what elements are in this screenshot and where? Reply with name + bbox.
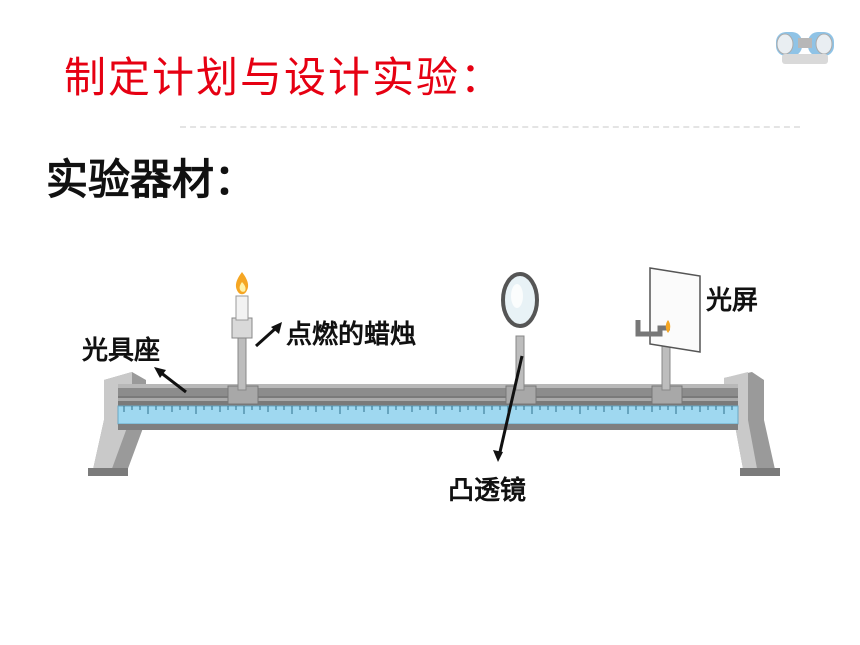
label-candle: 点燃的蜡烛	[286, 320, 417, 350]
binoculars-icon	[776, 32, 834, 64]
section-heading: 实验器材：	[46, 155, 257, 204]
light-screen-holder	[635, 267, 701, 405]
bench-scale-ruler	[117, 405, 739, 430]
title-divider	[180, 126, 800, 128]
label-arrows	[154, 322, 524, 462]
label-optical-bench: 光具座	[82, 336, 161, 366]
slide-title: 制定计划与设计实验：	[64, 53, 505, 102]
candle-holder	[227, 272, 259, 405]
label-screen: 光屏	[706, 286, 759, 316]
bench-rails	[118, 384, 738, 406]
label-lens: 凸透镜	[448, 476, 527, 506]
